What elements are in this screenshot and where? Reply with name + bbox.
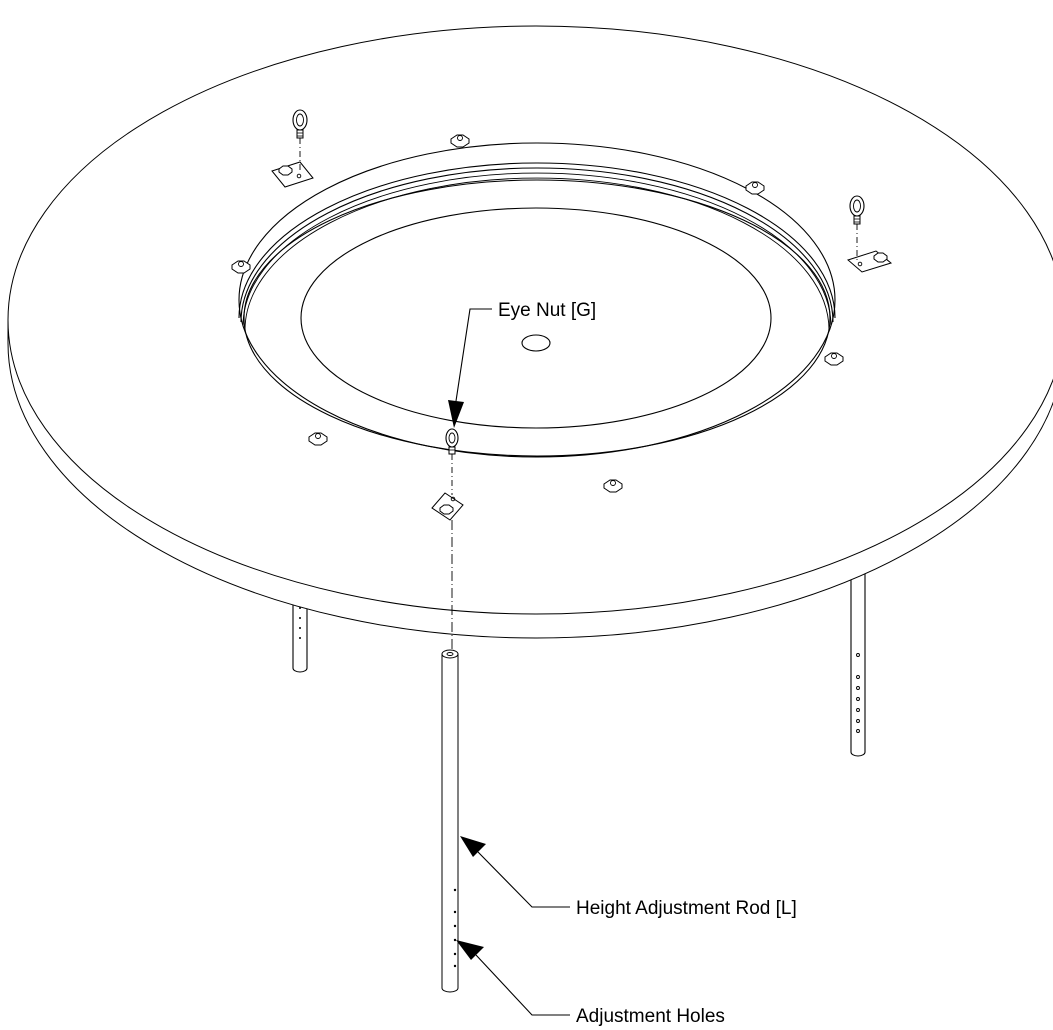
center-hole [521,334,551,352]
arrowhead [448,400,464,428]
arrowhead [456,940,484,960]
eye-nut-right [849,195,865,262]
arrowhead [460,836,486,857]
rim-nuts [231,134,844,493]
center-recess [238,142,836,458]
adjustment-holes-label: Adjustment Holes [576,1006,725,1027]
back-right-leg [850,560,866,757]
eye-nut-front [445,428,459,495]
eye-nut-left [292,109,308,172]
table-top [7,25,1053,639]
bracket-plate-left [271,161,314,188]
rim-nut [745,181,765,195]
leader-adjustment-holes [456,940,570,1016]
front-leg-rod [441,649,459,993]
bracket-plate-front [431,492,464,521]
height-rod-label: Height Adjustment Rod [L] [576,898,797,919]
rim-nut [450,134,470,148]
eye-nut-label: Eye Nut [G] [498,300,596,321]
rim-nut [231,260,251,274]
rim-nut [308,432,328,446]
adjustment-hole-marks [453,888,457,968]
rim-nut [603,479,623,493]
leader-height-rod [460,836,570,908]
rim-nut [824,352,844,366]
back-left-leg [292,590,308,673]
leader-eye-nut [448,308,492,428]
bracket-plate-right [846,250,893,273]
